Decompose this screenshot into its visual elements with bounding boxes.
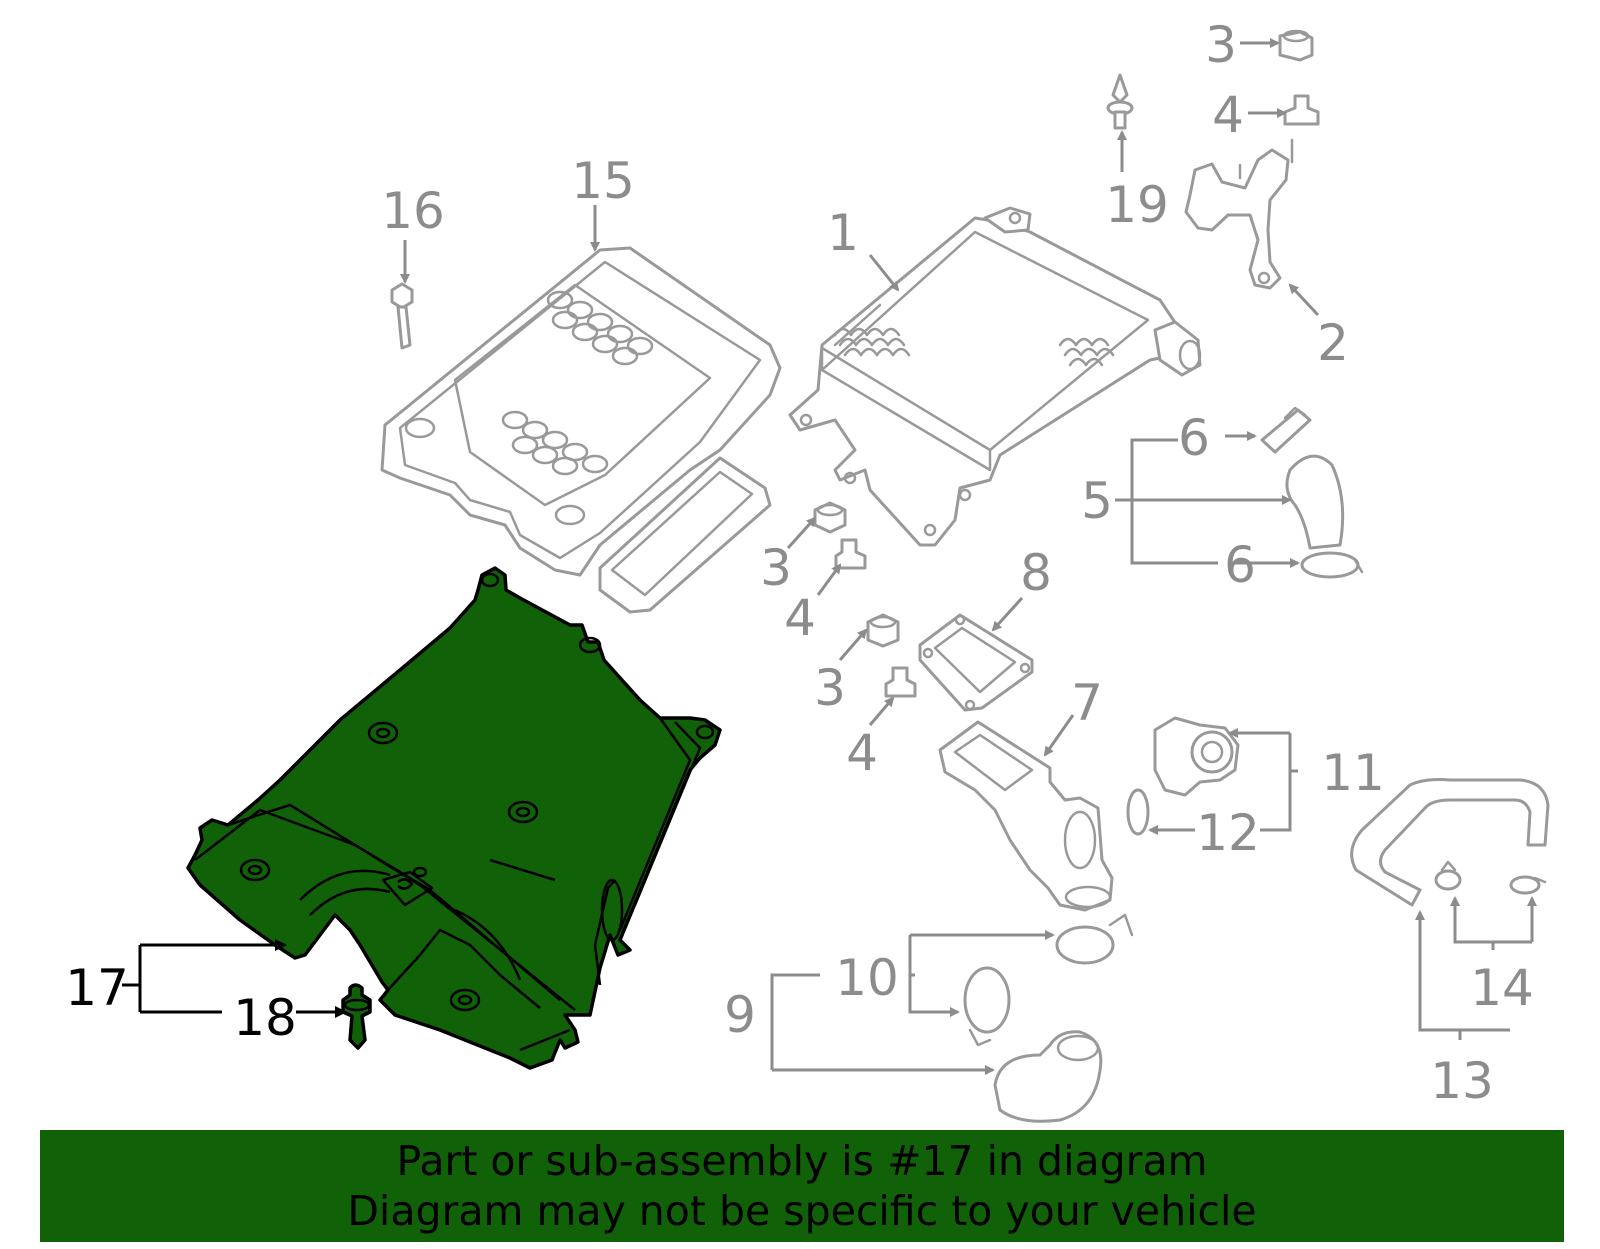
part-12-oring[interactable] — [1126, 788, 1150, 836]
part-18-clip-highlighted[interactable] — [341, 983, 372, 1050]
part-5-hose[interactable] — [1285, 454, 1345, 550]
part-7-duct[interactable] — [938, 720, 1114, 912]
lid-ribs-lower — [501, 410, 609, 476]
callout-4-mid-1[interactable]: 4 — [784, 589, 816, 647]
callout-6-upper[interactable]: 6 — [1178, 409, 1210, 467]
callout-18[interactable]: 18 — [233, 989, 297, 1047]
part-14-clamp-left[interactable] — [1434, 860, 1462, 891]
banner-line-1: Part or sub-assembly is #17 in diagram — [396, 1137, 1208, 1185]
intercooler-fins-left — [833, 327, 911, 357]
callout-9[interactable]: 9 — [724, 986, 756, 1044]
part-10-clamp-upper[interactable] — [1055, 913, 1134, 965]
callout-16[interactable]: 16 — [381, 182, 445, 240]
part-3-grommet-mid-1[interactable] — [813, 501, 847, 534]
part-14-clamp-right[interactable] — [1509, 875, 1547, 895]
callout-3-top[interactable]: 3 — [1205, 16, 1237, 74]
callout-6-lower[interactable]: 6 — [1224, 536, 1256, 594]
leader-lines-active — [122, 939, 347, 1018]
callout-labels: 1 2 3 4 19 15 16 3 4 3 4 8 7 6 5 6 11 12… — [65, 16, 1534, 1110]
callout-19[interactable]: 19 — [1105, 176, 1169, 234]
callout-1[interactable]: 1 — [827, 204, 859, 262]
callout-11[interactable]: 11 — [1321, 744, 1385, 802]
part-1-intercooler[interactable] — [788, 206, 1202, 547]
callout-17[interactable]: 17 — [65, 959, 129, 1017]
part-4-nut-mid-2[interactable] — [884, 666, 917, 698]
leader-lines — [400, 38, 1537, 1075]
part-16-bolt[interactable] — [390, 282, 414, 350]
part-17-housing-highlighted[interactable] — [186, 566, 722, 1070]
part-4-nut-mid-1[interactable] — [834, 538, 867, 570]
part-8-gasket[interactable] — [918, 613, 1034, 712]
part-4-nut-top[interactable] — [1283, 94, 1320, 126]
part-9-hose[interactable] — [993, 1030, 1103, 1123]
part-13-hose[interactable] — [1350, 778, 1550, 907]
part-2-bracket[interactable] — [1184, 138, 1294, 290]
part-10-clamp-lower[interactable] — [963, 966, 1011, 1047]
part-11-valve[interactable] — [1153, 716, 1240, 797]
callout-3-mid-2[interactable]: 3 — [814, 659, 846, 717]
part-15-housing-lid[interactable] — [380, 246, 782, 614]
callout-8[interactable]: 8 — [1020, 544, 1052, 602]
callout-4-top[interactable]: 4 — [1212, 86, 1244, 144]
info-banner: Part or sub-assembly is #17 in diagram D… — [40, 1130, 1564, 1242]
part-3-grommet-mid-2[interactable] — [866, 613, 900, 648]
callout-12[interactable]: 12 — [1196, 804, 1260, 862]
part-6-clamp-upper[interactable] — [1260, 406, 1312, 454]
callout-7[interactable]: 7 — [1071, 674, 1103, 732]
intercooler-fins-right — [1058, 337, 1115, 367]
callout-2[interactable]: 2 — [1317, 314, 1349, 372]
callout-10[interactable]: 10 — [835, 949, 899, 1007]
banner-line-2: Diagram may not be specific to your vehi… — [347, 1187, 1257, 1235]
callout-13[interactable]: 13 — [1430, 1052, 1494, 1110]
callout-4-mid-2[interactable]: 4 — [846, 724, 878, 782]
part-19-clip[interactable] — [1106, 73, 1134, 130]
callout-14[interactable]: 14 — [1470, 959, 1534, 1017]
lid-ribs-upper — [546, 290, 654, 366]
callout-15[interactable]: 15 — [571, 152, 635, 210]
callout-3-mid-1[interactable]: 3 — [760, 539, 792, 597]
part-3-grommet-top[interactable] — [1278, 29, 1314, 62]
callout-5[interactable]: 5 — [1081, 472, 1113, 530]
part-6-clamp-lower[interactable] — [1300, 551, 1364, 579]
